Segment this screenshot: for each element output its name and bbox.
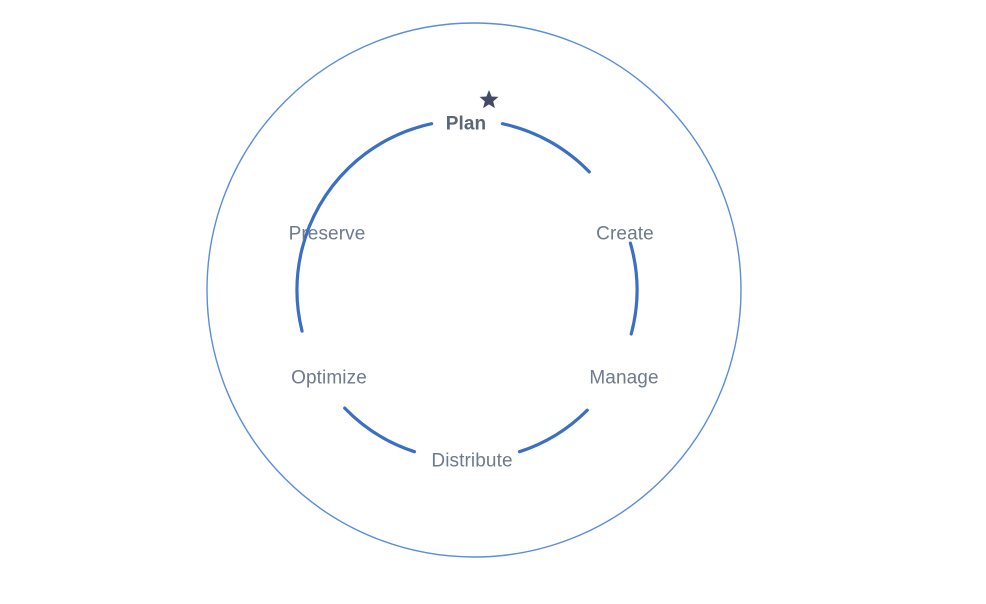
cycle-node-optimize[interactable]: Optimize	[291, 369, 367, 388]
cycle-node-manage[interactable]: Manage	[589, 369, 658, 388]
cycle-node-label: Distribute	[431, 450, 513, 472]
cycle-arc-segment	[500, 122, 591, 174]
star-marker-group	[479, 90, 499, 109]
cycle-node-label: Manage	[589, 367, 659, 389]
inner-cycle-arc-group	[295, 122, 639, 454]
cycle-arc-segment	[300, 122, 434, 251]
cycle-arc-segment	[628, 241, 639, 336]
cycle-arc-segment	[295, 247, 304, 333]
cycle-node-label: Optimize	[291, 367, 367, 389]
cycle-arc-segment	[343, 406, 417, 454]
cycle-node-create[interactable]: Create	[596, 225, 654, 244]
cycle-node-label: Preserve	[288, 223, 366, 245]
cycle-node-label: Plan	[445, 113, 487, 135]
star-icon	[479, 90, 499, 109]
cycle-node-preserve[interactable]: Preserve	[289, 225, 366, 244]
cycle-node-plan[interactable]: Plan	[446, 115, 487, 134]
cycle-node-label: Create	[596, 223, 654, 245]
cycle-node-distribute[interactable]: Distribute	[431, 452, 512, 471]
outer-boundary-circle	[206, 22, 742, 558]
cycle-arc-segment	[517, 408, 589, 454]
